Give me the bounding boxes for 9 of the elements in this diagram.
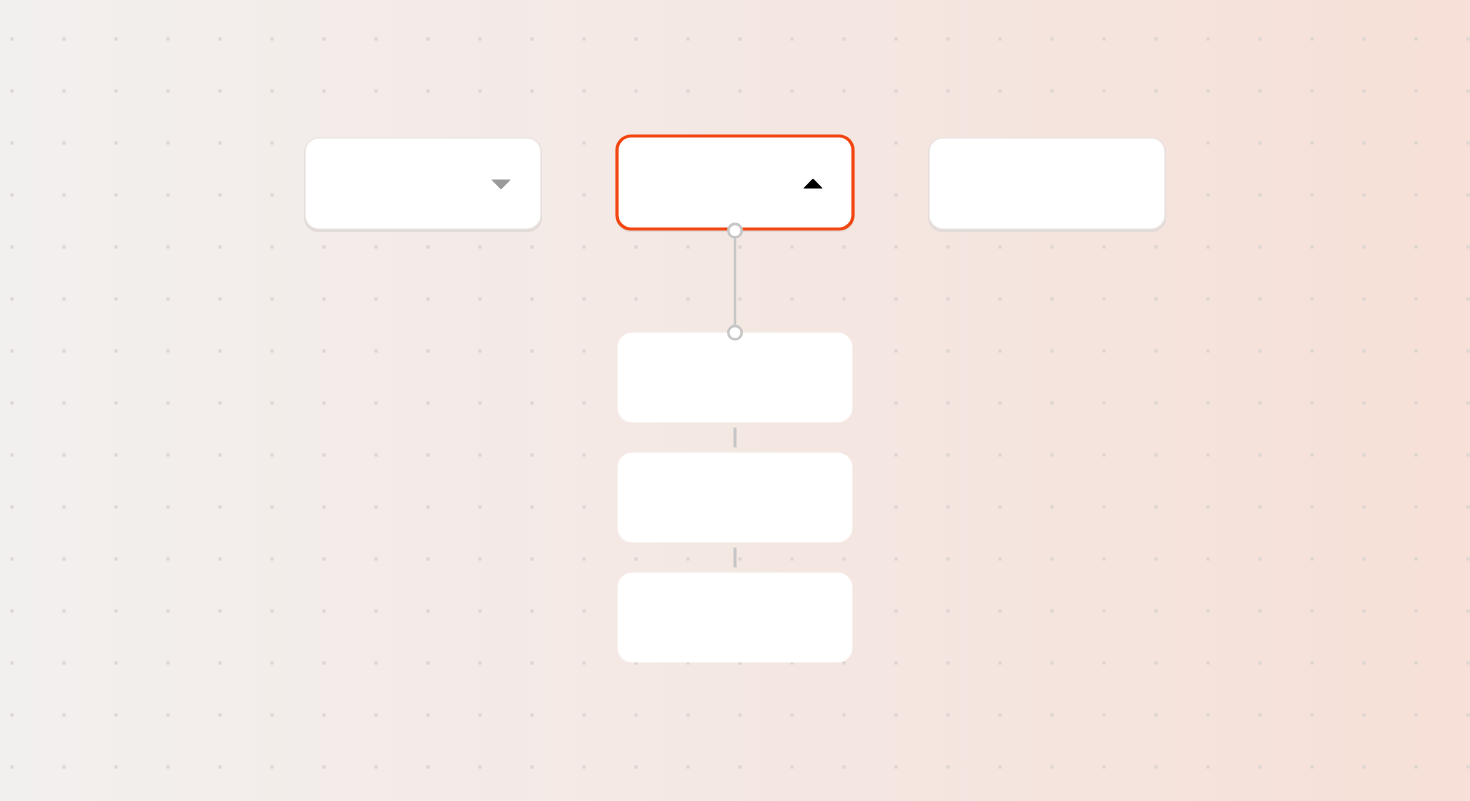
dropdown-box xyxy=(304,137,542,232)
dropdown-box xyxy=(615,134,855,232)
empty-box xyxy=(928,137,1166,232)
connector xyxy=(727,222,743,341)
list-item-box xyxy=(617,452,853,543)
connector xyxy=(733,547,737,568)
list-item-box xyxy=(617,572,853,663)
list-item-box xyxy=(617,332,853,423)
connector xyxy=(733,427,737,448)
